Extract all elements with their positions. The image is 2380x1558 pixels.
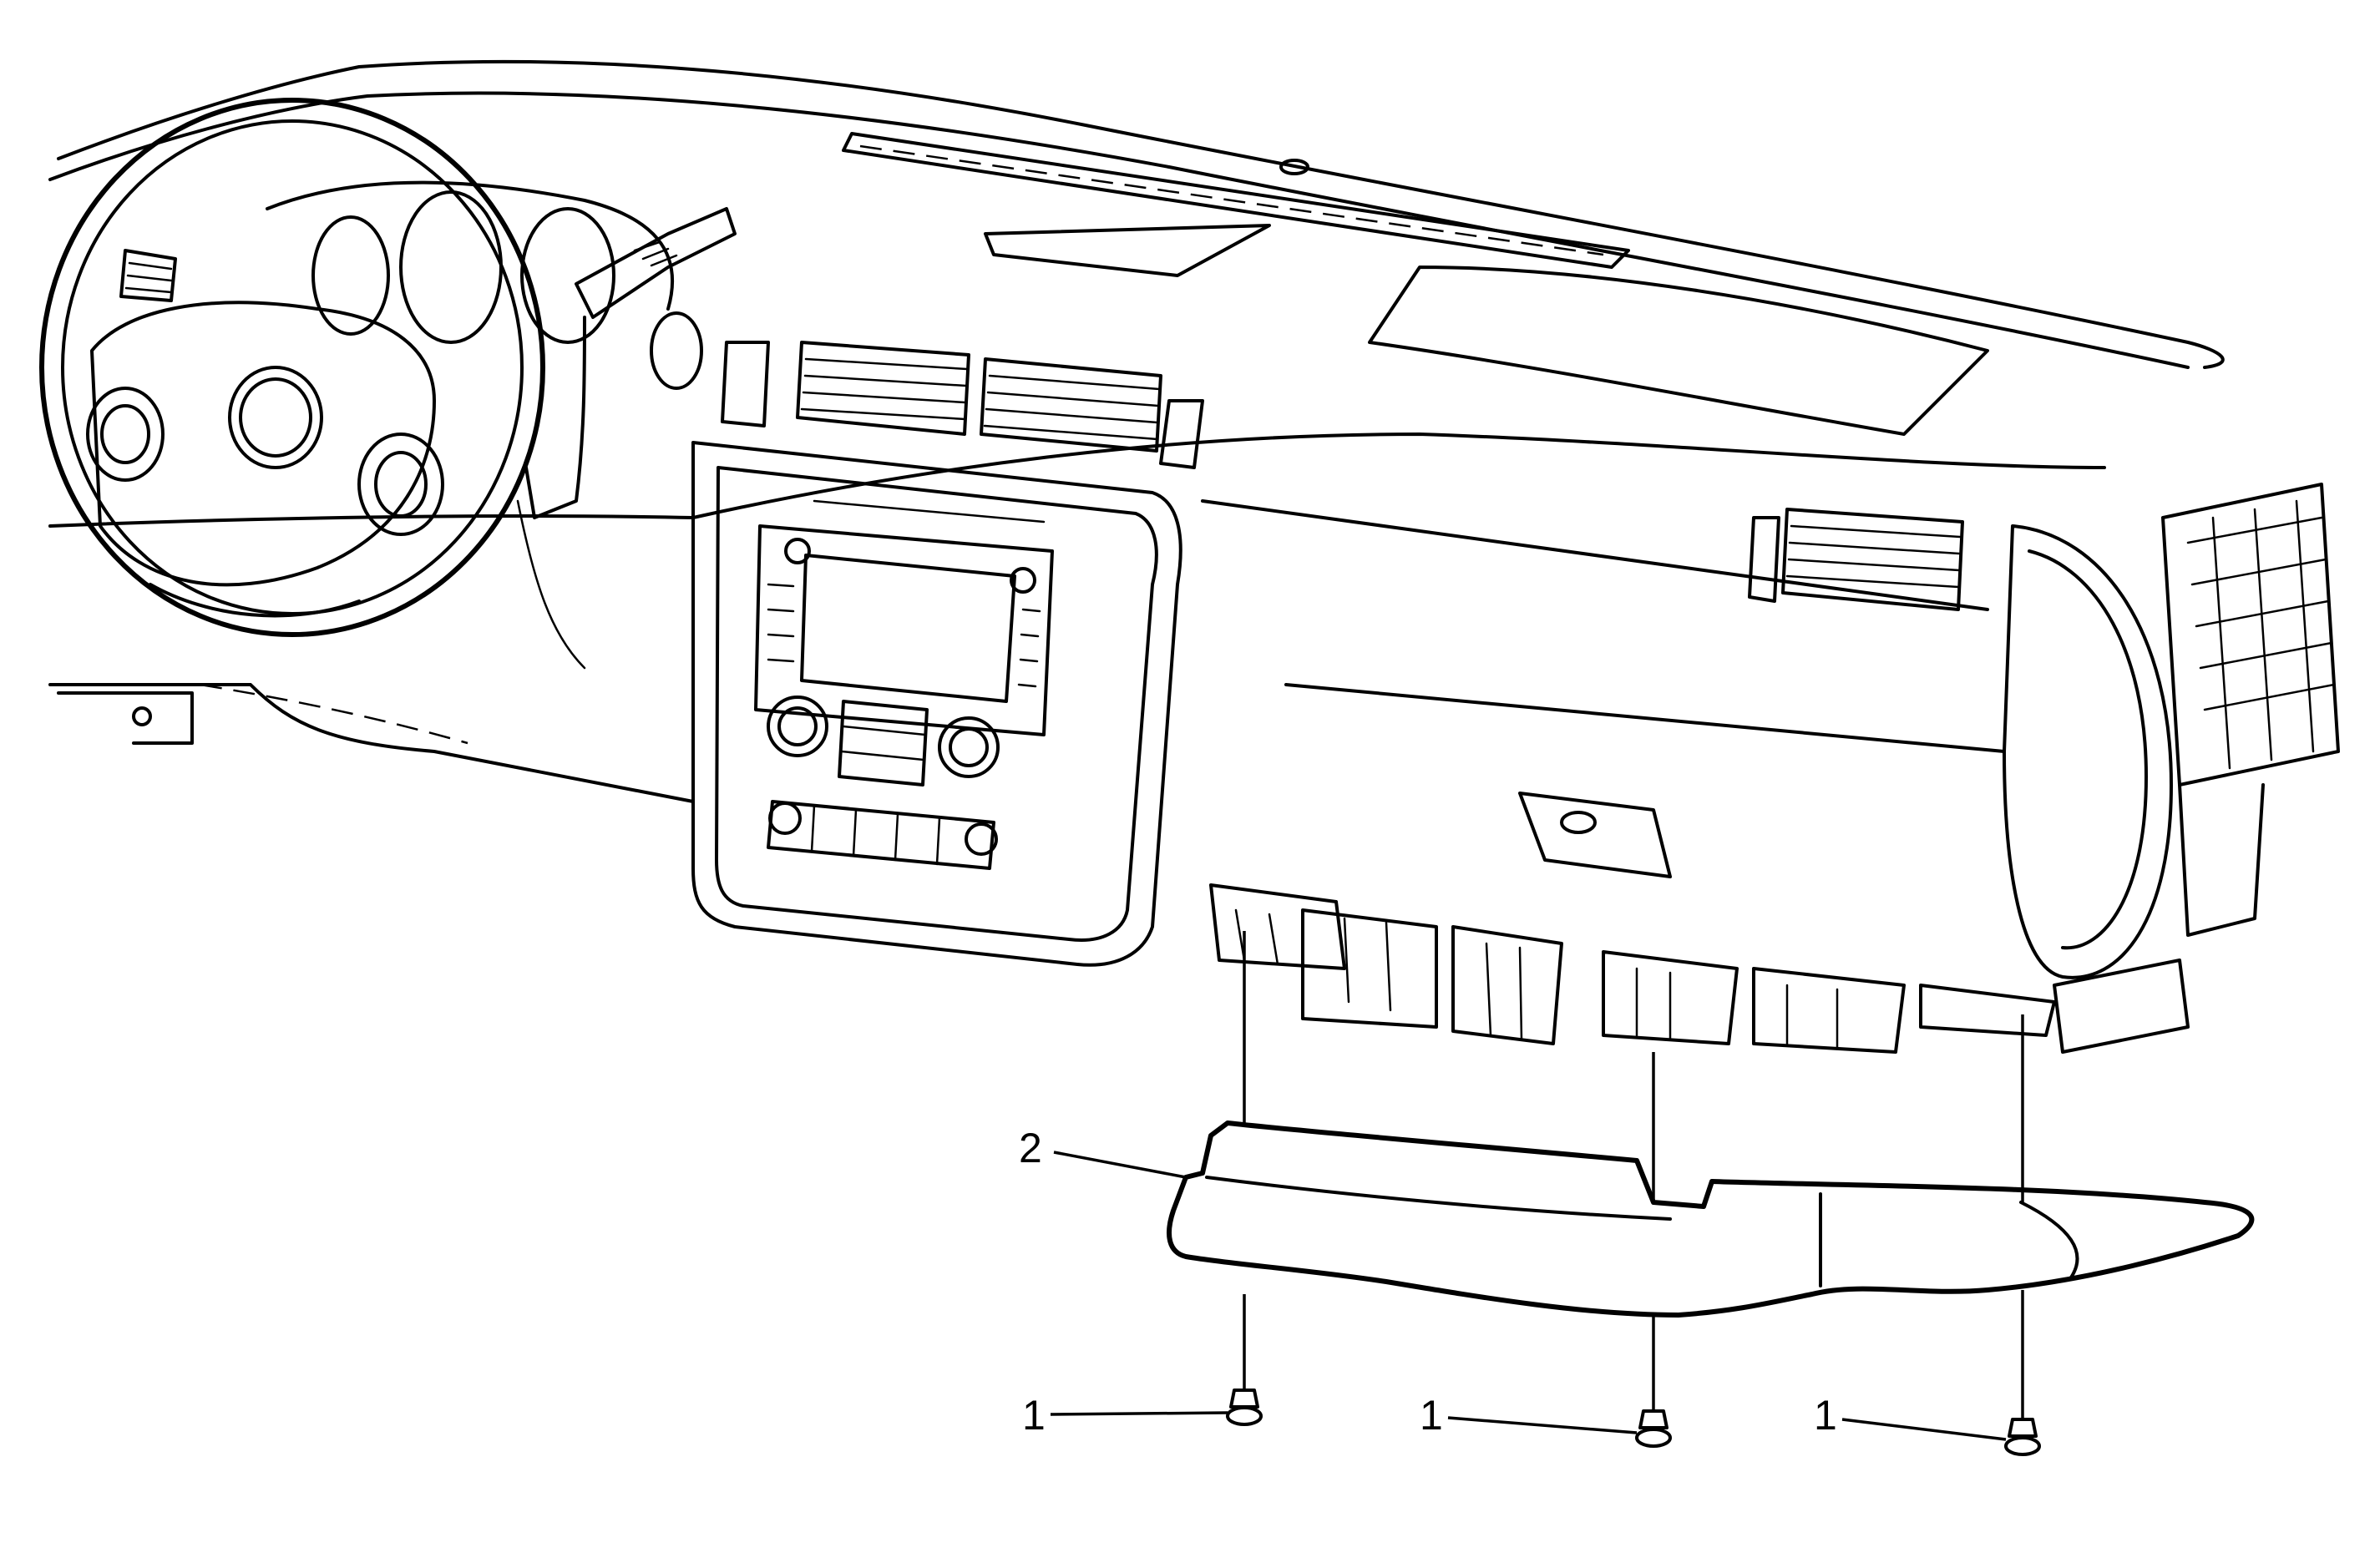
fastener-center [1635,1052,1672,1448]
callout-2-label: 2 [1019,1125,1042,1171]
passenger-vent-glovebox [1518,483,2340,979]
instrument-panel-assembly [48,59,2225,803]
callout-1-center: 1 [1420,1392,1638,1439]
instrument-cluster [119,180,703,390]
multifunction-stalk [524,207,737,519]
center-stack [691,441,1182,967]
callout-1-left: 1 [1022,1392,1228,1439]
callout-1-center-label: 1 [1420,1392,1443,1439]
hvac-module [1209,883,2190,1054]
fastener-right [2004,1014,2041,1456]
center-air-vents [721,341,1204,469]
callout-2: 2 [1019,1125,1187,1179]
callout-1-right: 1 [1814,1392,2007,1441]
fastener-left [1226,931,1263,1426]
callout-1-left-label: 1 [1022,1392,1046,1439]
callout-1-right-label: 1 [1814,1392,1837,1439]
instrument-panel-insulator [1167,1120,2255,1318]
steering-wheel [39,98,545,637]
